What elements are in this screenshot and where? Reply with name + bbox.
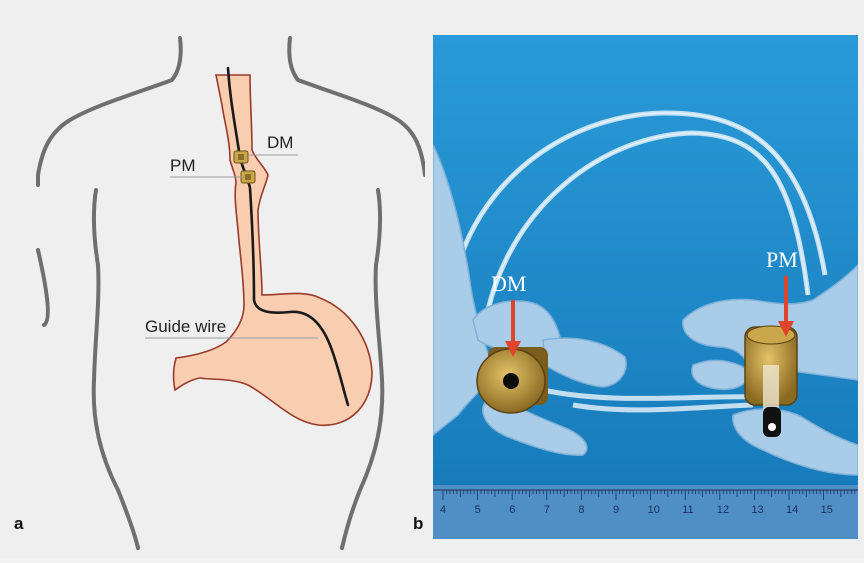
label-dm: DM: [267, 133, 293, 152]
ruler-number: 7: [544, 504, 550, 516]
panel-b-photo: 4 5 6 7 8 9 10 11 12 13 14 15: [433, 35, 858, 539]
label-guide-wire: Guide wire: [145, 317, 226, 336]
ruler-number: 6: [509, 504, 515, 516]
label-pm: PM: [170, 156, 196, 175]
proximal-magnet-icon: [241, 171, 255, 183]
ruler-number: 11: [682, 504, 693, 516]
ruler: 4 5 6 7 8 9 10 11 12 13 14 15: [433, 485, 858, 539]
ruler-number: 9: [613, 504, 619, 516]
ruler-number: 12: [717, 504, 729, 516]
esophagus-stomach: [173, 75, 372, 425]
panel-label-b: b: [413, 514, 423, 534]
body-diagram: DM PM Guide wire: [0, 0, 425, 558]
dm-magnet-photo-icon: [477, 347, 548, 413]
photo-label-dm: DM: [491, 271, 526, 296]
magnet-photo: 4 5 6 7 8 9 10 11 12 13 14 15: [433, 35, 858, 539]
distal-magnet-icon: [234, 151, 248, 163]
ruler-number: 13: [751, 504, 763, 516]
ruler-number: 8: [578, 504, 584, 516]
ruler-number: 14: [786, 504, 798, 516]
ruler-number: 5: [475, 504, 481, 516]
photo-label-pm: PM: [766, 247, 798, 272]
ruler-number: 10: [648, 504, 660, 516]
panel-label-a: a: [14, 514, 23, 534]
ruler-number: 15: [821, 504, 833, 516]
panel-a-diagram: DM PM Guide wire a: [0, 0, 425, 558]
ruler-number: 4: [440, 504, 446, 516]
